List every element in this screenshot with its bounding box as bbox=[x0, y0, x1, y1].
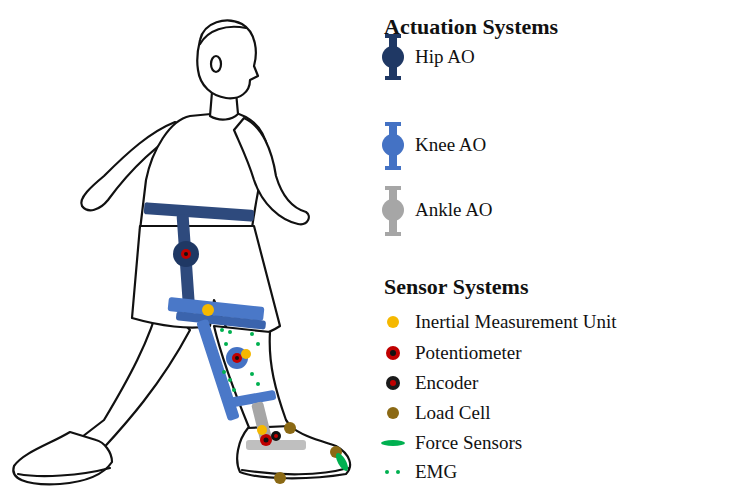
legend-swatch bbox=[381, 122, 405, 170]
swatch-part bbox=[382, 134, 404, 156]
swatch-part bbox=[385, 76, 401, 80]
swatch-part bbox=[382, 46, 404, 68]
swatch-part bbox=[385, 470, 389, 474]
swatch-part bbox=[385, 166, 401, 170]
swatch-part bbox=[385, 34, 401, 38]
swatch-part bbox=[390, 380, 396, 386]
swatch-part bbox=[385, 122, 401, 126]
swatch-part bbox=[381, 440, 405, 446]
legend-swatch bbox=[383, 462, 403, 482]
legend-swatch bbox=[383, 312, 403, 332]
swatch-part bbox=[390, 350, 396, 356]
legend-text: Load Cell bbox=[415, 402, 490, 424]
swatch-part bbox=[385, 232, 401, 236]
legend-text: Encoder bbox=[415, 372, 478, 394]
legend-heading: Actuation Systems bbox=[384, 14, 558, 40]
legend-heading: Sensor Systems bbox=[384, 274, 528, 300]
swatch-part bbox=[387, 316, 399, 328]
legend-text: Ankle AO bbox=[415, 199, 493, 221]
legend-swatch bbox=[381, 186, 405, 236]
legend-swatch bbox=[383, 373, 403, 393]
swatch-part bbox=[387, 407, 399, 419]
legend-text: Knee AO bbox=[415, 134, 486, 156]
legend-swatch bbox=[383, 433, 403, 453]
legend-text: Inertial Measurement Unit bbox=[415, 311, 617, 333]
legend-text: EMG bbox=[415, 461, 457, 483]
legend-swatch bbox=[383, 403, 403, 423]
legend-text: Force Sensors bbox=[415, 432, 522, 454]
legend-text: Potentiometer bbox=[415, 342, 522, 364]
legend-swatch bbox=[383, 343, 403, 363]
swatch-part bbox=[382, 199, 404, 221]
legend-text: Hip AO bbox=[415, 46, 475, 68]
legend-swatch bbox=[381, 34, 405, 80]
swatch-part bbox=[385, 186, 401, 190]
swatch-part bbox=[396, 470, 400, 474]
